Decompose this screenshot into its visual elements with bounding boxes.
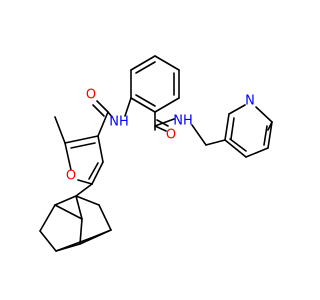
bond-benzene-5 (154, 97, 180, 113)
bond-benzene-3 (154, 55, 180, 71)
bond-furan-c3-c4 (97, 135, 104, 163)
bond-n2-ch2 (191, 124, 207, 146)
atom-nh-amide-2: NH (173, 114, 193, 129)
bond-pyridine-5 (245, 147, 269, 158)
atom-o-amide-2: O (166, 128, 176, 143)
bond-carbonyl2-n (154, 118, 175, 127)
bond-pyridine-2 (228, 104, 246, 115)
bond-carbonyl1-o-double (92, 104, 105, 117)
bond-adam-11 (79, 229, 112, 245)
bond-methyl (54, 116, 66, 144)
atom-nh-amide-1: NH (109, 115, 129, 130)
bond-furan-c4-c5 (91, 161, 104, 185)
bond-adam-8 (98, 204, 112, 231)
atom-o-furan: O (66, 169, 76, 184)
bond-adam-3 (39, 230, 57, 252)
bond-pyridine-1-double (230, 117, 235, 140)
bond-layer (39, 55, 273, 252)
molecule-drawing: O O O NH NH N (39, 55, 273, 252)
atom-label-layer: O O O NH NH N (66, 88, 255, 184)
bond-benzene-6 (130, 97, 156, 113)
bond-c3-carbonyl (97, 111, 109, 137)
bond-pyridine-3 (255, 106, 273, 123)
bond-benzene-2 (130, 55, 156, 71)
bond-pyridine-6-double (229, 138, 247, 152)
bond-adam-10 (55, 237, 92, 252)
bond-benzene-2-double (135, 61, 156, 74)
bond-ch2-pyridine (205, 139, 226, 146)
bond-furan-c2-o (64, 142, 72, 171)
bond-adam-1 (54, 195, 77, 206)
bond-carbonyl2-o (154, 125, 167, 132)
bond-pyridine-4-double (263, 125, 268, 146)
bond-pyridine-6 (224, 139, 247, 158)
bond-pyridine-1 (224, 113, 230, 141)
bond-carbonyl1-n (107, 111, 113, 118)
bond-pyridine-4 (267, 121, 273, 149)
bond-benzene-6-double (135, 94, 156, 107)
bond-carbonyl1-o (96, 100, 109, 113)
bond-adam-12 (54, 204, 83, 220)
atom-n-pyridine: N (245, 94, 255, 109)
bond-furan-adamantane (75, 183, 93, 197)
bond-furan-c2-c3 (64, 135, 99, 144)
bond-n1-benzene (124, 97, 132, 117)
structure-canvas: O O O NH NH N (39, 55, 273, 252)
bond-adam-6 (75, 195, 83, 220)
bond-furan-c2-c3-double (70, 142, 96, 149)
atom-o-amide-1: O (86, 88, 96, 103)
bond-furan-c5-o (77, 179, 93, 185)
bond-adam-5 (79, 218, 83, 245)
bond-adam-7 (75, 195, 100, 206)
bond-adam-2 (39, 204, 56, 232)
bond-furan-c4-c5-double (88, 162, 99, 180)
